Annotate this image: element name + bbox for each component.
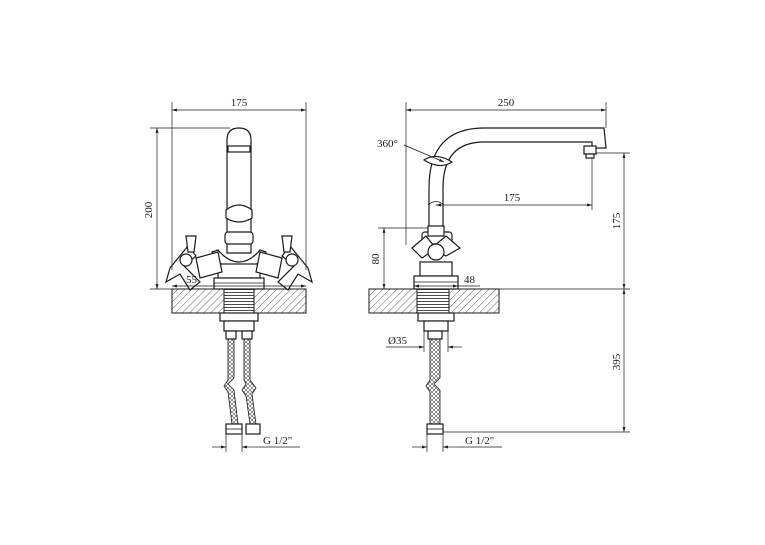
front-spout: [224, 127, 254, 254]
front-dim-width: 175: [171, 97, 307, 270]
side-base-height-label: 80: [370, 253, 382, 265]
front-width-label: 175: [231, 97, 248, 109]
side-rotation-label: 360°: [377, 138, 398, 150]
side-dim-diameter: Ø35: [386, 331, 462, 352]
side-thread-label: G 1/2": [465, 435, 494, 447]
front-spacing-label: 55: [186, 274, 198, 286]
front-right-handle: [255, 235, 313, 291]
side-dim-reach: 250: [405, 97, 607, 245]
front-thread-label: G 1/2": [263, 435, 292, 447]
side-base-width-label: 48: [464, 274, 476, 286]
side-body: [411, 225, 462, 290]
side-diameter-label: Ø35: [388, 335, 407, 347]
side-hose: [425, 338, 444, 435]
front-countertop: [171, 288, 307, 314]
side-dim-rotation: 360°: [377, 138, 445, 163]
side-spout: [422, 127, 607, 241]
side-fitting: [417, 312, 455, 340]
front-hoses: [223, 338, 261, 435]
front-height-label: 200: [143, 201, 155, 218]
side-reach-label: 250: [498, 97, 515, 109]
side-view: 250 360° 175 175 80: [368, 97, 630, 452]
front-dim-spacing: 55: [172, 274, 306, 288]
side-dim-base-height: 80: [370, 227, 428, 290]
side-height-label: 175: [611, 212, 623, 229]
side-inner-reach-label: 175: [504, 192, 521, 204]
side-dim-height: 175: [499, 152, 630, 290]
side-hose-length-label: 395: [611, 353, 623, 370]
front-fitting: [219, 312, 259, 340]
side-countertop: [368, 288, 500, 314]
side-dim-inner-reach: 175: [436, 158, 593, 210]
side-dim-thread: G 1/2": [412, 434, 502, 452]
front-view: 175 200 55 G 1/2": [143, 97, 313, 452]
front-dim-height: 200: [143, 127, 230, 290]
front-dim-thread: G 1/2": [212, 434, 300, 452]
side-dim-hose-length: 395: [443, 289, 630, 433]
front-left-handle: [165, 235, 223, 291]
side-dim-base-width: 48: [414, 274, 480, 288]
